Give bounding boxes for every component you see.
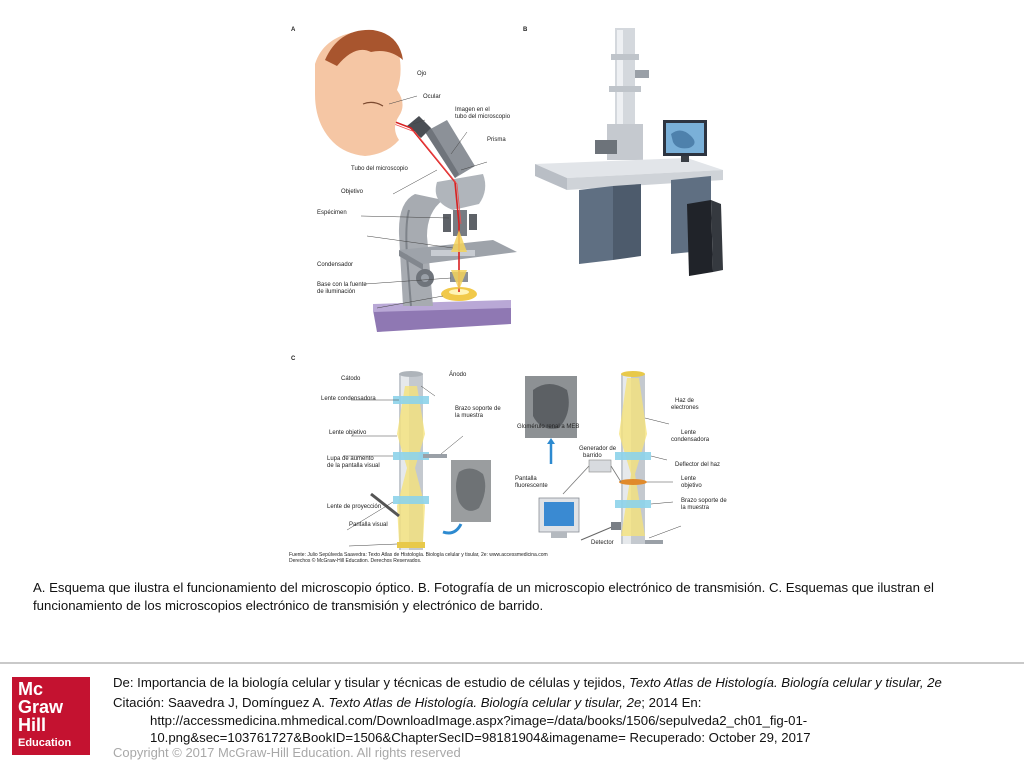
label-obj-lens: Lente objetivo bbox=[329, 430, 367, 436]
label-base-line2: de iluminación bbox=[317, 289, 356, 295]
label-proj-lens: Lente de proyección bbox=[327, 504, 382, 510]
label-screen: Pantalla visual bbox=[349, 522, 388, 528]
reference-citation-title: Texto Atlas de Histología. Biología celu… bbox=[328, 695, 642, 710]
reference-source: De: Importancia de la biología celular y… bbox=[113, 675, 942, 690]
label-fluor-line1: Pantalla bbox=[515, 476, 537, 482]
microscopy-figure: A bbox=[283, 20, 743, 572]
footer-divider bbox=[0, 662, 1024, 664]
label-image-line2: tubo del microscopio bbox=[455, 114, 511, 120]
label-obj2-line2: objetivo bbox=[681, 483, 702, 489]
label-eye: Ojo bbox=[417, 71, 427, 77]
reference-citation: Citación: Saavedra J, Domínguez A. Texto… bbox=[113, 695, 701, 710]
label-obj2-line1: Lente bbox=[681, 476, 697, 482]
label-detector: Detector bbox=[591, 540, 614, 546]
label-condenser: Condensador bbox=[317, 262, 354, 268]
logo-line-graw: Graw bbox=[18, 697, 64, 717]
label-cond-lens: Lente condensadora bbox=[321, 396, 376, 402]
label-beam-line1: Haz de bbox=[675, 398, 695, 404]
label-tube: Tubo del microscopio bbox=[351, 166, 408, 172]
panel-b-letter: B bbox=[523, 27, 528, 33]
figure-source-line2: Derechos © McGraw-Hill Education. Derech… bbox=[289, 558, 422, 564]
logo-line-hill: Hill bbox=[18, 715, 47, 735]
figure-caption: A. Esquema que ilustra el funcionamiento… bbox=[33, 580, 934, 613]
label-loupe-line1: Lupa de aumento bbox=[327, 456, 374, 462]
label-arm2-line2: la muestra bbox=[681, 505, 710, 511]
logo-line-education: Education bbox=[18, 737, 72, 749]
reference-citation-suffix: ; 2014 En: bbox=[641, 695, 702, 710]
label-arm2-line1: Brazo soporte de bbox=[681, 498, 727, 504]
label-anode: Ánodo bbox=[449, 372, 467, 378]
reference-url-line2[interactable]: 10.png&sec=103761727&BookID=1506&Chapter… bbox=[150, 730, 811, 745]
reference-citation-prefix: Citación: Saavedra J, Domínguez A. bbox=[113, 695, 329, 710]
label-arm-line2: la muestra bbox=[455, 413, 484, 419]
label-deflector: Deflector del haz bbox=[675, 462, 721, 468]
copyright-notice: Copyright © 2017 McGraw-Hill Education. … bbox=[113, 745, 461, 760]
panel-c-letter: C bbox=[291, 356, 296, 362]
label-arm-line1: Brazo soporte de bbox=[455, 406, 501, 412]
label-cathode: Cátodo bbox=[341, 376, 361, 382]
tem-photo-illustration bbox=[535, 28, 723, 276]
label-image-line1: Imagen en el bbox=[455, 107, 490, 113]
label-ocular: Ocular bbox=[423, 94, 441, 100]
logo-line-mc: Mc bbox=[18, 679, 44, 699]
label-loupe-line2: de la pantalla visual bbox=[327, 463, 380, 469]
label-specimen: Espécimen bbox=[317, 210, 347, 216]
mcgraw-hill-logo: Mc Graw Hill Education bbox=[12, 677, 90, 755]
label-glomerulus: Glomérulo renal a MEB bbox=[517, 424, 580, 430]
light-microscope-illustration bbox=[315, 29, 517, 332]
reference-source-prefix: De: Importancia de la biología celular y… bbox=[113, 675, 630, 690]
figure-source-line1: Fuente: Julio Sepúlveda Saavedra: Texto … bbox=[289, 552, 548, 558]
label-fluor-line2: fluorescente bbox=[515, 483, 548, 489]
reference-source-title: Texto Atlas de Histología. Biología celu… bbox=[629, 675, 942, 690]
label-cond2-line1: Lente bbox=[681, 430, 697, 436]
tem-sem-schematic bbox=[343, 371, 682, 550]
label-scan-gen-line1: Generador de bbox=[579, 446, 617, 452]
panel-a-letter: A bbox=[291, 27, 296, 33]
label-beam-line2: electrones bbox=[671, 405, 699, 411]
label-base-line1: Base con la fuente bbox=[317, 282, 367, 288]
label-prism: Prisma bbox=[487, 137, 506, 143]
reference-url-line1[interactable]: http://accessmedicina.mhmedical.com/Down… bbox=[150, 713, 808, 728]
label-objective: Objetivo bbox=[341, 189, 364, 195]
label-cond2-line2: condensadora bbox=[671, 437, 710, 443]
label-scan-gen-line2: barrido bbox=[583, 453, 602, 459]
